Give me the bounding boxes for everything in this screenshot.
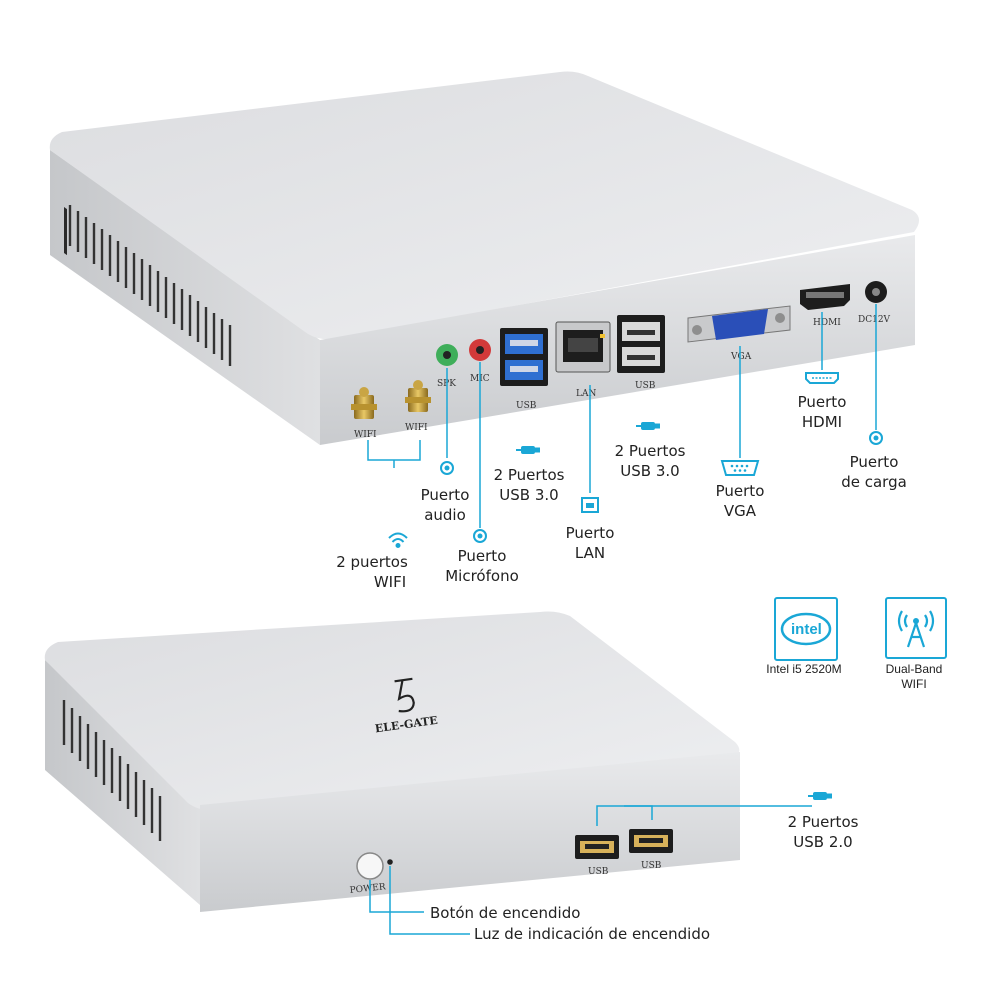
callout-hdmi: Puerto HDMI (788, 392, 856, 432)
antenna-icon (897, 610, 935, 648)
port-label-usb20-1: USB (588, 867, 609, 877)
callout-wifi: 2 puertos WIFI (332, 552, 412, 592)
callout-hdmi-line2: HDMI (801, 413, 843, 431)
callout-lan-line1: Puerto (565, 524, 615, 542)
bottom-device: ELE-GATE USB USB POWER (44, 611, 740, 912)
callout-audio-line2: audio (424, 506, 466, 524)
lan-port (555, 321, 611, 373)
wifi-connector-1 (351, 387, 377, 419)
svg-text:intel: intel (791, 621, 822, 638)
bottom-callout-lines (369, 805, 812, 935)
wifi-connector-2 (405, 380, 431, 412)
top-device: WIFI WIFI SPK MIC USB LAN USB VGA HDMI D… (49, 71, 920, 445)
callout-mic-line2: Micrófono (445, 567, 519, 585)
intel-badge: intel (774, 597, 838, 661)
callout-lan-line2: LAN (574, 544, 606, 562)
lan-icon (581, 497, 599, 513)
vga-port (687, 305, 791, 343)
wifi-caption: Dual-Band WIFI (868, 662, 960, 692)
callout-dc-line1: Puerto (849, 453, 899, 471)
port-label-lan: LAN (576, 389, 596, 399)
hdmi-port (800, 284, 850, 310)
audio-jack-icon (440, 461, 454, 475)
top-callout-lines (367, 304, 877, 528)
callout-usb30-left-line1: 2 Puertos (493, 466, 565, 484)
mic-jack-icon (473, 529, 487, 543)
callout-usb30-right: 2 Puertos USB 3.0 (606, 441, 694, 481)
usb-icon (636, 422, 660, 430)
callout-audio: Puerto audio (412, 485, 478, 525)
intel-caption: Intel i5 2520M (766, 662, 842, 676)
callout-vga: Puerto VGA (706, 481, 774, 521)
callout-wifi-line2: WIFI (373, 573, 407, 591)
usb-icon (516, 446, 540, 454)
charge-dot-icon (869, 431, 883, 445)
callout-power-led: Luz de indicación de encendido (474, 925, 711, 943)
callout-usb30-left-line2: USB 3.0 (499, 486, 559, 504)
callout-usb20-line2: USB 2.0 (793, 833, 853, 851)
port-label-usb-right: USB (635, 381, 656, 391)
callout-usb20: 2 Puertos USB 2.0 (780, 812, 866, 852)
callout-lan: Puerto LAN (557, 523, 623, 563)
port-label-usb20-2: USB (641, 861, 662, 871)
usb20-port-2 (629, 829, 673, 853)
callout-vga-line1: Puerto (715, 482, 765, 500)
callout-audio-line1: Puerto (420, 486, 470, 504)
wifi-caption-line2: WIFI (901, 677, 927, 691)
callout-hdmi-line1: Puerto (797, 393, 847, 411)
callout-usb30-right-line2: USB 3.0 (620, 462, 680, 480)
callout-dc: Puerto de carga (832, 452, 916, 492)
wifi-icon (388, 532, 408, 548)
port-label-wifi-2: WIFI (405, 423, 428, 433)
usb-icon (808, 792, 832, 800)
callout-usb30-left: 2 Puertos USB 3.0 (486, 465, 572, 505)
intel-logo-icon: intel (780, 612, 832, 646)
port-label-vga: VGA (730, 352, 752, 362)
usb30-left-ports (500, 328, 548, 386)
vga-icon (720, 460, 760, 476)
port-label-hdmi: HDMI (813, 318, 841, 328)
port-label-wifi-1: WIFI (354, 430, 377, 440)
callout-dc-line2: de carga (841, 473, 907, 491)
port-label-power: POWER (349, 882, 386, 896)
usb20-port-1 (575, 835, 619, 859)
wifi-caption-line1: Dual-Band (885, 662, 943, 676)
callout-wifi-line1: 2 puertos (336, 553, 408, 571)
top-callout-icons (388, 372, 883, 548)
callout-power-button: Botón de encendido (430, 904, 581, 922)
usb30-right-ports (617, 315, 665, 373)
port-label-usb-left: USB (516, 401, 537, 411)
hdmi-icon (805, 372, 839, 384)
callout-vga-line2: VGA (723, 502, 757, 520)
power-button (356, 852, 384, 880)
callout-usb30-right-line1: 2 Puertos (614, 442, 686, 460)
port-label-dc: DC12V (858, 315, 891, 325)
callout-usb20-line1: 2 Puertos (787, 813, 859, 831)
callout-mic-line1: Puerto (457, 547, 507, 565)
callout-mic: Puerto Micrófono (436, 546, 528, 586)
power-led (387, 859, 393, 865)
wifi-badge (885, 597, 947, 659)
